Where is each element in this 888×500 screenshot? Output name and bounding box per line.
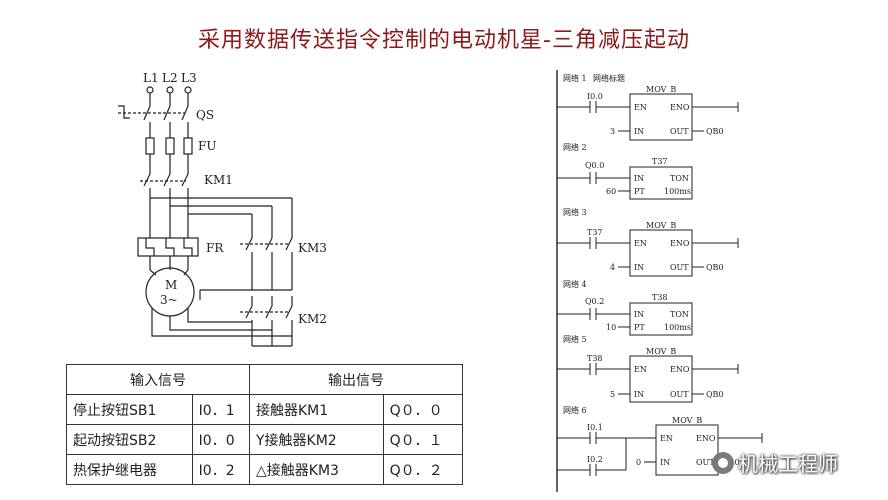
n2-ton: TON [670, 174, 689, 183]
n2-label: 网络 2 [563, 142, 587, 152]
n3-in-val: 4 [610, 263, 615, 272]
motor-m-label: M [165, 278, 177, 292]
fu-label: FU [198, 139, 216, 153]
n6-in-val: 0 [636, 458, 641, 467]
n3-in: IN [634, 263, 644, 272]
n5-in: IN [634, 390, 644, 399]
n6-box: MOV_B [672, 416, 702, 425]
watermark-text: 机械工程师 [738, 452, 838, 476]
input-header: 输入信号 [66, 364, 250, 395]
n1-box: MOV_B [646, 85, 676, 94]
n3-contact: T37 [587, 228, 603, 237]
in-addr: I0．0 [191, 424, 251, 455]
out-addr: Q０．０ [382, 394, 464, 425]
io-table-row: 热保护继电器 I0．2 △接触器KM3 Q０．２ [66, 454, 464, 485]
qs-label: QS [196, 108, 214, 122]
n3-en: EN [634, 239, 647, 248]
n3-out: OUT [670, 263, 689, 272]
io-table-row: 停止按钮SB1 I0．1 接触器KM1 Q０．０ [66, 394, 464, 425]
n6-contact1: I0.1 [587, 423, 603, 432]
n1-en: EN [634, 103, 647, 112]
n3-label: 网络 3 [563, 207, 587, 217]
io-table-header: 输入信号 输出信号 [66, 364, 463, 395]
phase-label-l2: L2 [162, 71, 178, 85]
in-name: 停止按钮SB1 [66, 394, 193, 425]
io-table: 输入信号 输出信号 停止按钮SB1 I0．1 接触器KM1 Q０．０ 起动按钮S… [66, 364, 464, 485]
n4-in: IN [634, 310, 644, 319]
n4-contact: Q0.2 [585, 297, 604, 306]
n3-out-val: QB0 [706, 263, 724, 272]
n2-box: T37 [652, 157, 668, 166]
n1-out-val: QB0 [706, 127, 724, 136]
n2-pt: PT [634, 187, 645, 196]
out-name: Y接触器KM2 [249, 424, 384, 455]
n1-label: 网络 1 [563, 73, 587, 83]
in-name: 起动按钮SB2 [66, 424, 193, 455]
km3-label: KM3 [298, 241, 327, 255]
fr-label: FR [206, 241, 224, 255]
n2-contact: Q0.0 [585, 161, 604, 170]
out-addr: Q０．２ [382, 454, 464, 485]
watermark: 机械工程师 [712, 448, 838, 477]
km1-label: KM1 [204, 173, 233, 187]
output-header: 输出信号 [249, 364, 463, 395]
n2-base: 100ms [664, 187, 691, 196]
phase-label-l3: L3 [181, 71, 197, 85]
n4-pt-val: 10 [606, 323, 616, 332]
n5-en: EN [634, 365, 647, 374]
n6-out: OUT [696, 458, 715, 467]
n5-contact: T38 [587, 354, 603, 363]
n1-in-val: 3 [610, 127, 615, 136]
n1-title: 网络标题 [593, 73, 625, 83]
motor-phase-label: 3~ [160, 293, 178, 307]
n6-in: IN [660, 458, 670, 467]
n5-in-val: 5 [610, 390, 615, 399]
n6-en: EN [660, 434, 673, 443]
in-addr: I0．1 [191, 394, 251, 425]
n1-eno: ENO [670, 103, 690, 112]
n2-pt-val: 60 [606, 187, 616, 196]
page-title: 采用数据传送指令控制的电动机星-三角减压起动 [198, 28, 690, 53]
out-addr: Q０．１ [382, 424, 464, 455]
n5-eno: ENO [670, 365, 690, 374]
n2-in: IN [634, 174, 644, 183]
n3-box: MOV_B [646, 221, 676, 230]
n1-in: IN [634, 127, 644, 136]
wechat-icon [712, 451, 734, 474]
io-table-row: 起动按钮SB2 I0．0 Y接触器KM2 Q０．１ [66, 424, 464, 455]
km2-label: KM2 [298, 312, 327, 326]
n5-out-val: QB0 [706, 390, 724, 399]
n4-pt: PT [634, 323, 645, 332]
in-addr: I0．2 [191, 454, 251, 485]
n6-eno: ENO [696, 434, 716, 443]
n3-eno: ENO [670, 239, 690, 248]
n5-out: OUT [670, 390, 689, 399]
n4-ton: TON [670, 310, 689, 319]
n5-label: 网络 5 [563, 334, 587, 344]
n6-label: 网络 6 [563, 405, 587, 415]
out-name: △接触器KM3 [249, 454, 384, 485]
phase-label-l1: L1 [143, 71, 159, 85]
n1-out: OUT [670, 127, 689, 136]
in-name: 热保护继电器 [66, 454, 193, 485]
n4-base: 100ms [664, 323, 691, 332]
n6-contact2: I0.2 [587, 455, 603, 464]
n4-label: 网络 4 [563, 279, 587, 289]
n4-box: T38 [652, 293, 668, 302]
n1-contact: I0.0 [587, 92, 603, 101]
n5-box: MOV_B [646, 347, 676, 356]
out-name: 接触器KM1 [249, 394, 384, 425]
